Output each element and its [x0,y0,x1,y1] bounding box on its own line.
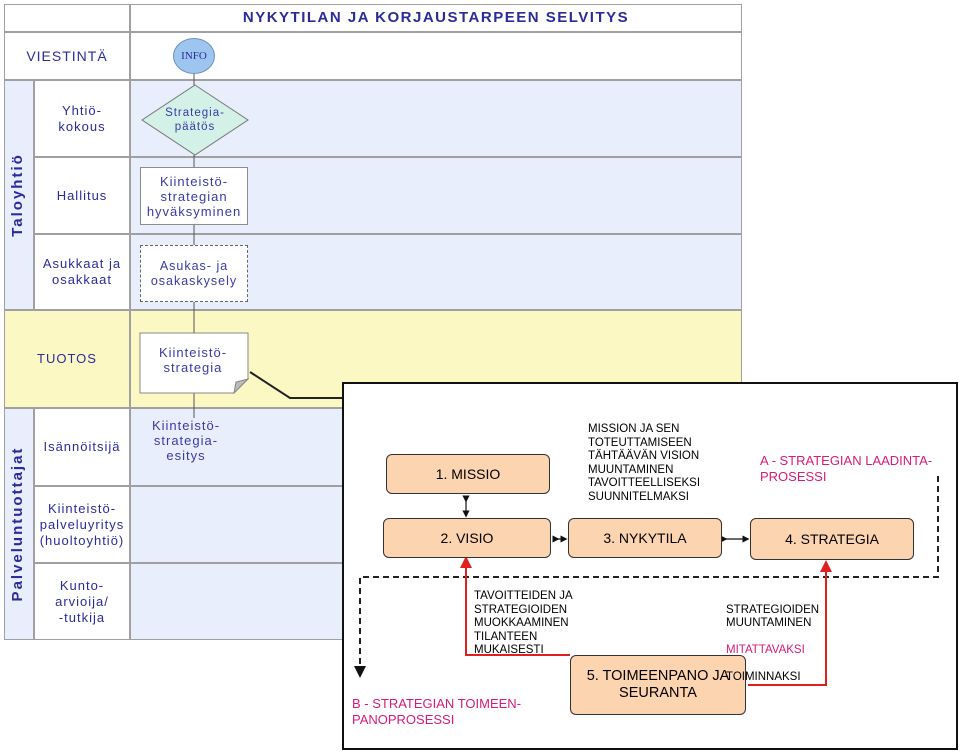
step-strategia: 4. STRATEGIA [750,518,914,560]
header-blank [4,4,130,32]
row-label-asukkaat: Asukkaat ja osakkaat [34,234,130,310]
strategiapaatos-diamond [141,84,249,156]
strategiaesitys-box: Kiinteistö- strategia- esitys [151,418,221,463]
palveluntuottajat-group-cell [4,408,34,640]
asukaskysely-box: Asukas- ja osakaskysely [140,245,248,302]
note-strategiat: STRATEGIOIDEN MUUNTAMINEN MITATTAVAKSI T… [726,590,866,685]
page-title: NYKYTILAN JA KORJAUSTARPEEN SELVITYS [130,4,742,32]
kiinteistostrategia-document-label: Kiinteistö- strategia [158,345,228,375]
note-missio: MISSION JA SEN TOTEUTTAMISEEN TÄHTÄÄVÄN … [588,423,701,503]
viestinta-label: VIESTINTÄ [4,32,130,80]
row-label-kuntoarvioija: Kunto- arvioija/ -tutkija [34,563,130,640]
info-circle: INFO [173,38,215,74]
row-label-kiinteistopalveluyritys: Kiinteistö- palveluyritys (huoltoyhtiö) [34,486,130,563]
strategiapaatos-label: Strategia- päätös [165,107,225,133]
row-label-isannoitsija: Isännöitsijä [34,408,130,486]
note-strategiat-line3: TOIMINNAKSI [726,671,801,683]
label-a-laadintaprosessi: A - STRATEGIAN LAADINTA- PROSESSI [760,453,933,484]
step-missio: 1. MISSIO [386,454,550,494]
step-nykytila: 3. NYKYTILA [568,518,722,558]
viestinta-lane [130,32,742,80]
note-strategiat-line1: STRATEGIOIDEN MUUNTAMINEN [726,603,820,630]
row-label-yhtiokokous: Yhtiö- kokous [34,80,130,157]
label-b-toimeenpanoprosessi: B - STRATEGIAN TOIMEEN- PANOPROSESSI [352,696,522,727]
note-tavoitteet: TAVOITTEIDEN JA STRATEGIOIDEN MUOKKAAMIN… [474,590,573,656]
note-strategiat-line2: MITATTAVAKSI [726,644,805,656]
info-label: INFO [181,50,207,62]
step-toimeenpano: 5. TOIMEENPANO JA SEURANTA [570,655,746,715]
tuotos-label: TUOTOS [4,310,130,408]
kiinteistostrategia-document [139,332,249,394]
step-visio: 2. VISIO [383,518,551,558]
kiinteistostrategian-hyvaksyminen-box: Kiinteistö- strategian hyväksyminen [140,167,248,225]
taloyhtio-group-cell [4,80,34,310]
row-label-hallitus: Hallitus [34,157,130,234]
